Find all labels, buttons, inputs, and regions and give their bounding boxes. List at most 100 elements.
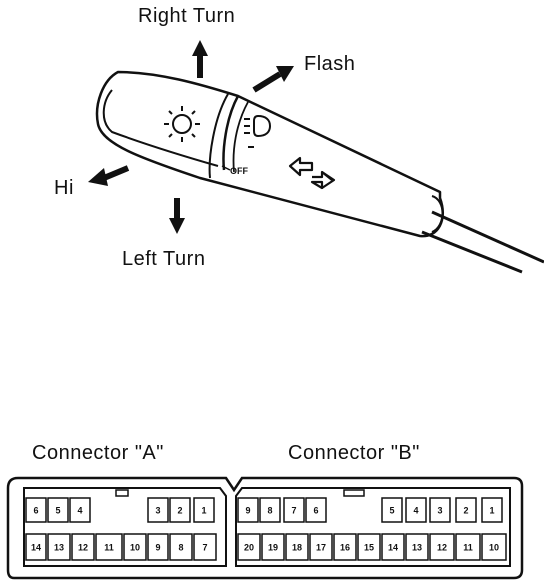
connector-b-pin-19-cell — [261, 533, 285, 561]
connector-b-pin-16-label: 16 — [340, 543, 350, 553]
connector-a-pin-13-label: 13 — [54, 543, 64, 553]
connector-a-pin-2-label: 2 — [177, 506, 182, 516]
connector-b-pin-5-cell — [381, 497, 403, 523]
lever-ring-edge-left — [222, 95, 240, 171]
connector-outer-shell — [6, 476, 524, 580]
connector-b-pin-11-label: 11 — [463, 543, 473, 553]
connector-b-pin-20-cell — [237, 533, 261, 561]
connector-a-pin-13-cell — [47, 533, 71, 561]
flash-label: Flash — [304, 53, 355, 75]
combination-switch-lever — [95, 70, 544, 274]
connector-b-pin-13-cell — [405, 533, 429, 561]
connector-a-pin-14-cell — [25, 533, 47, 561]
connector-a-pin-6-label: 6 — [33, 506, 38, 516]
connector-a-pin-6-cell — [25, 497, 47, 523]
flash-arrow — [252, 66, 294, 93]
connector-a-pin-9-cell — [147, 533, 169, 561]
connector-a-pin-11-cell — [95, 533, 123, 561]
connector-a-pin-1-cell — [193, 497, 215, 523]
connector-b-pin-2-cell — [455, 497, 477, 523]
connector-b-pin-8-label: 8 — [267, 506, 272, 516]
connector-a-pin-1-label: 1 — [201, 506, 206, 516]
lever-cap-inner-line — [102, 89, 219, 167]
connector-b-pin-1-cell — [481, 497, 503, 523]
connector-a-pin-3-cell — [147, 497, 169, 523]
connector-b-pin-4-cell — [405, 497, 427, 523]
connector-b-pin-18-label: 18 — [292, 543, 302, 553]
connector-b-pin-10-cell — [481, 533, 507, 561]
connector-b-pin-2-label: 2 — [463, 506, 468, 516]
connector-a-pin-10-label: 10 — [130, 543, 140, 553]
connector-a-pin-4-cell — [69, 497, 91, 523]
connector-b-body — [235, 487, 511, 567]
parking-light-icon — [164, 106, 200, 142]
connector-b-pin-8-cell — [259, 497, 281, 523]
off-label: OFF — [230, 166, 248, 176]
right-turn-arrow — [192, 40, 208, 78]
connector-b-pin-5-label: 5 — [389, 506, 394, 516]
lever-body-outline — [95, 70, 445, 238]
lever-end-bevel — [431, 195, 444, 233]
connector-a-pin-7-label: 7 — [202, 543, 207, 553]
connector-b-pin-12-cell — [429, 533, 455, 561]
turn-signal-icon — [288, 156, 336, 190]
connector-b-pin-3-label: 3 — [437, 506, 442, 516]
connector-b-pin-17-label: 17 — [316, 543, 326, 553]
lever-ring-edge-inner — [208, 93, 229, 179]
connector-b-pin-16-cell — [333, 533, 357, 561]
hi-arrow — [88, 165, 130, 186]
lever-shaft-upper-edge — [431, 210, 544, 264]
connector-a-pin-2-cell — [169, 497, 191, 523]
left-turn-label: Left Turn — [122, 248, 205, 270]
connector-a-pin-9-label: 9 — [155, 543, 160, 553]
off-tick — [221, 165, 231, 171]
connector-b-pin-10-label: 10 — [489, 543, 499, 553]
hi-label: Hi — [54, 177, 74, 199]
connector-b-pin-17-cell — [309, 533, 333, 561]
connector-a-pin-7-cell — [193, 533, 217, 561]
connector-a-pin-5-cell — [47, 497, 69, 523]
connector-a-pin-10-cell — [123, 533, 147, 561]
connector-a-pin-14-label: 14 — [31, 543, 41, 553]
connector-b-latch — [343, 489, 365, 497]
connector-a-pin-8-cell — [169, 533, 193, 561]
connector-a-pin-8-label: 8 — [178, 543, 183, 553]
connector-b-pin-11-cell — [455, 533, 481, 561]
left-turn-arrow — [169, 198, 185, 234]
connector-b-pin-3-cell — [429, 497, 451, 523]
connector-b-pin-20-label: 20 — [244, 543, 254, 553]
right-turn-label: Right Turn — [138, 5, 235, 27]
headlight-icon — [244, 114, 272, 148]
connector-b-pin-19-label: 19 — [268, 543, 278, 553]
lever-shaft-lower-edge — [421, 230, 523, 274]
connector-a-pin-5-label: 5 — [55, 506, 60, 516]
connector-b-pin-1-label: 1 — [489, 506, 494, 516]
connector-a-pin-3-label: 3 — [155, 506, 160, 516]
connector-b-pin-7-label: 7 — [291, 506, 296, 516]
connector-b-pin-6-label: 6 — [313, 506, 318, 516]
connector-a-pin-11-label: 11 — [104, 543, 114, 553]
lever-ring2-edge — [232, 101, 249, 173]
connector-a-body — [23, 487, 227, 567]
connector-b-pin-7-cell — [283, 497, 305, 523]
connector-a-pin-12-label: 12 — [78, 543, 88, 553]
connector-a-pin-4-label: 4 — [77, 506, 82, 516]
connector-b-pin-14-label: 14 — [388, 543, 398, 553]
connector-b-pin-12-label: 12 — [437, 543, 447, 553]
connector-a-pin-12-cell — [71, 533, 95, 561]
connector-b-pin-18-cell — [285, 533, 309, 561]
connector-b-pin-9-label: 9 — [245, 506, 250, 516]
connector-a-pins: 6 5 4 3 2 1 14 13 12 11 10 9 8 7 — [25, 497, 217, 561]
connector-b-pin-4-label: 4 — [413, 506, 418, 516]
connector-b-pin-9-cell — [237, 497, 259, 523]
connector-b-title: Connector "B" — [288, 442, 420, 464]
connector-a-latch — [115, 489, 129, 497]
connector-b-pin-14-cell — [381, 533, 405, 561]
connector-b-pin-6-cell — [305, 497, 327, 523]
connector-b-pin-13-label: 13 — [412, 543, 422, 553]
connector-housing — [6, 476, 524, 580]
connector-a-title: Connector "A" — [32, 442, 164, 464]
